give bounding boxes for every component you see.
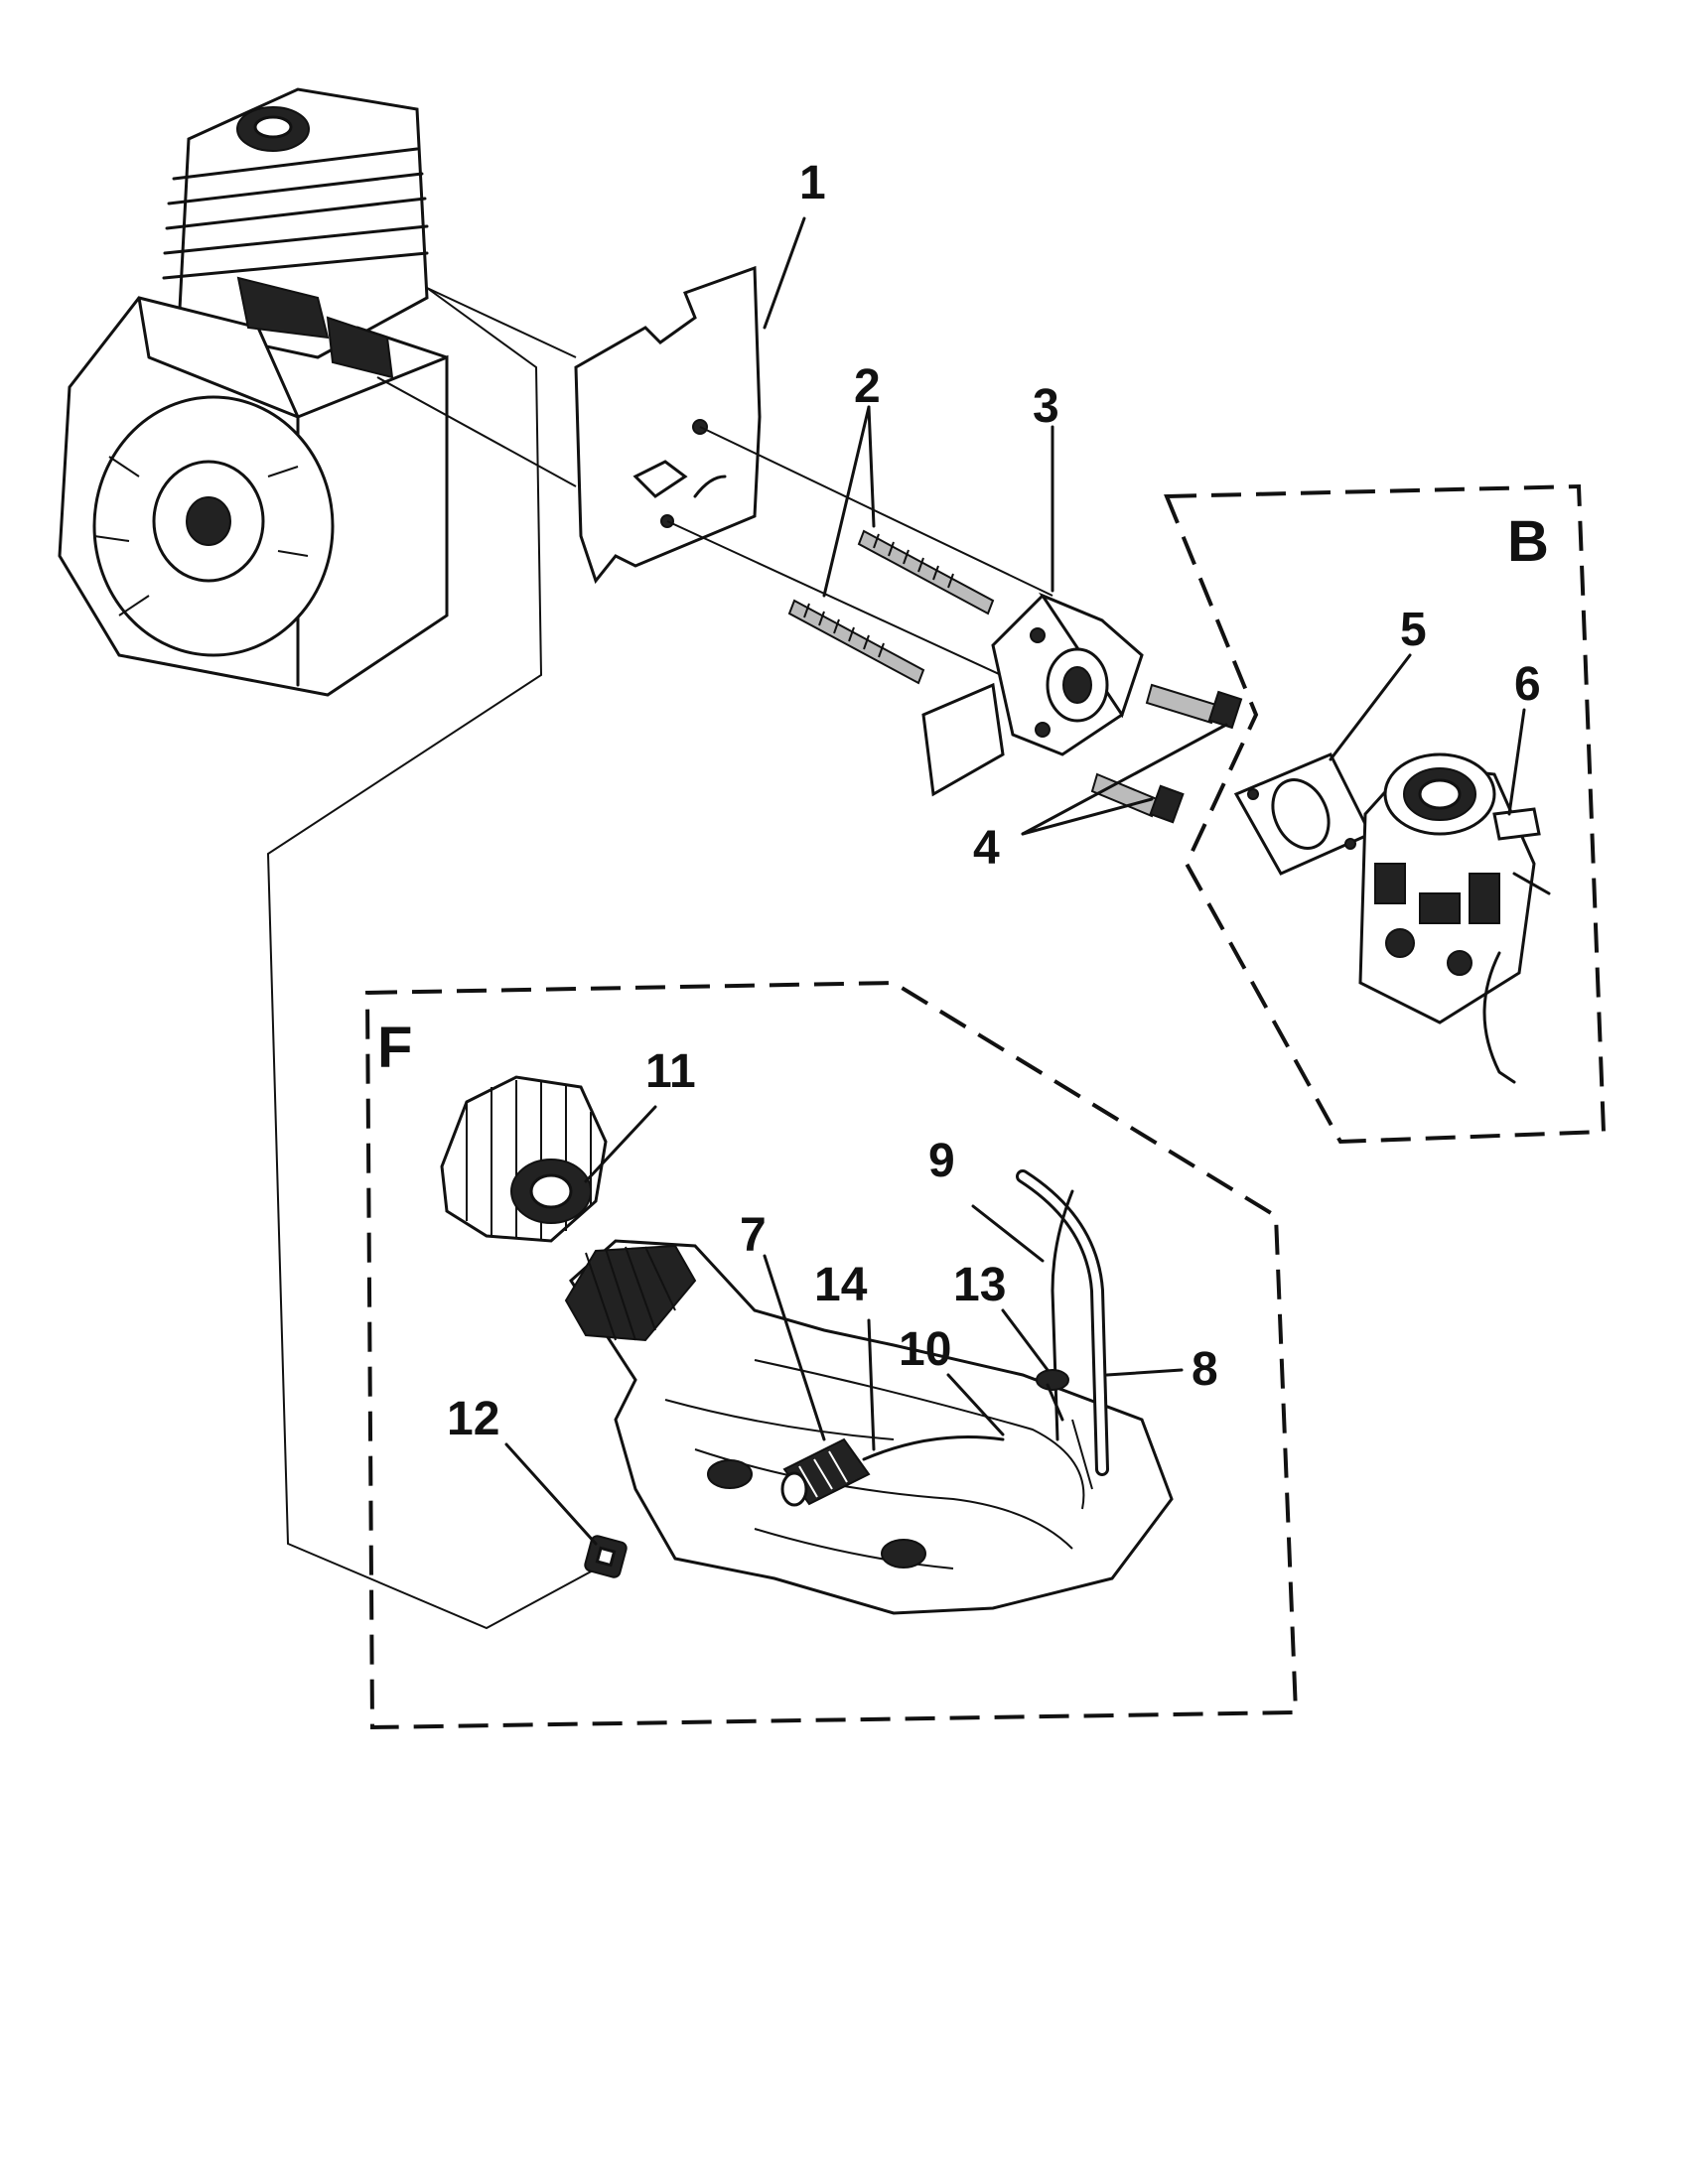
leader-8 xyxy=(1105,1368,1184,1377)
leader-2a xyxy=(867,405,876,528)
part-14-fuel-line-clip xyxy=(862,1435,1005,1461)
leader-7 xyxy=(763,1254,826,1441)
callout-3: 3 xyxy=(1033,380,1059,433)
part-6-carburetor xyxy=(1358,752,1551,1084)
leader-5 xyxy=(1329,653,1412,761)
leader-2b xyxy=(822,405,871,598)
callout-1: 1 xyxy=(799,157,826,209)
part-13-grommet xyxy=(1036,1369,1069,1422)
part-12-vent xyxy=(584,1535,628,1578)
callout-11: 11 xyxy=(645,1045,696,1098)
section-b-boundary xyxy=(1164,483,1607,1145)
part-3-spacer xyxy=(921,592,1144,797)
callout-6: 6 xyxy=(1514,658,1541,711)
assembly-guide-lines xyxy=(266,287,1053,1630)
leader-1 xyxy=(763,216,806,330)
leader-11 xyxy=(584,1105,657,1183)
leader-14 xyxy=(867,1318,876,1451)
leader-12 xyxy=(504,1442,598,1546)
callout-7: 7 xyxy=(740,1209,767,1262)
leader-13 xyxy=(1001,1308,1050,1372)
callout-13: 13 xyxy=(953,1259,1006,1311)
callout-2: 2 xyxy=(854,360,881,413)
callout-8: 8 xyxy=(1192,1343,1218,1396)
section-label-b: B xyxy=(1507,509,1549,574)
callout-10: 10 xyxy=(899,1323,951,1376)
part-5-carburetor-gasket xyxy=(1233,752,1373,876)
part-9-fuel-line xyxy=(1016,1169,1109,1476)
callout-12: 12 xyxy=(447,1393,499,1445)
part-1-insulator-plate xyxy=(574,265,762,585)
part-7-fuel-filter xyxy=(780,1437,871,1507)
part-2-studs xyxy=(787,529,995,685)
part-4-bolts xyxy=(1090,683,1243,824)
engine-block xyxy=(58,87,449,697)
section-f-boundary xyxy=(364,980,1299,1730)
leader-6 xyxy=(1507,708,1526,816)
callout-4: 4 xyxy=(973,822,1000,875)
callout-14: 14 xyxy=(814,1259,868,1311)
leader-4b xyxy=(1021,723,1228,836)
leader-9 xyxy=(971,1204,1045,1263)
leader-4a xyxy=(1021,797,1154,836)
leader-10 xyxy=(946,1373,1005,1436)
fuel-tank xyxy=(564,1239,1174,1615)
callout-5: 5 xyxy=(1400,604,1427,656)
callout-9: 9 xyxy=(928,1135,955,1187)
section-label-f: F xyxy=(377,1016,412,1080)
part-11-fuel-cap xyxy=(440,1075,608,1243)
